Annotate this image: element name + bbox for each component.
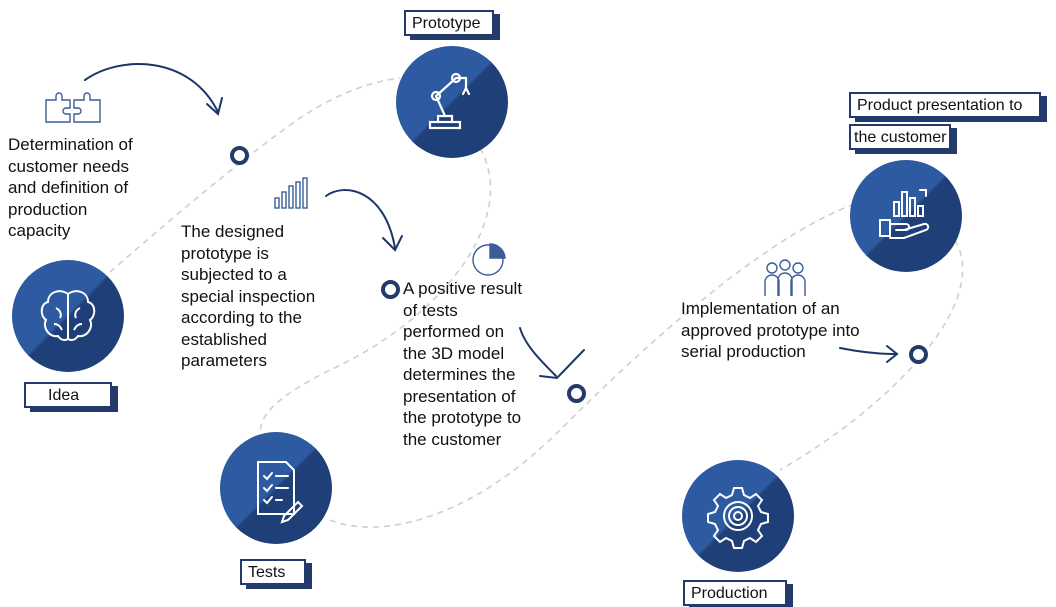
path-marker	[567, 384, 586, 403]
presentation-label-line2: the customer	[849, 124, 951, 150]
production-label: Production	[683, 580, 787, 606]
production-node[interactable]	[682, 460, 794, 572]
arrow-4	[839, 347, 896, 355]
implementation-text: Implementation of an approved prototype …	[681, 299, 860, 361]
arrow-3-head	[539, 349, 585, 380]
brain-icon	[40, 290, 96, 341]
bar-chart-icon	[274, 177, 308, 209]
path-marker	[909, 345, 928, 364]
team-icon	[764, 259, 806, 296]
gear-icon	[707, 487, 769, 549]
customer-needs-text: Determination of customer needs and defi…	[8, 135, 133, 240]
arrow-4-head	[886, 345, 899, 363]
presentation-node[interactable]	[850, 160, 962, 272]
path-tests-presentation	[329, 204, 853, 528]
path-marker	[230, 146, 249, 165]
hand-chart-icon	[879, 189, 930, 239]
arrow-2-head	[382, 235, 403, 252]
tests-label: Tests	[240, 559, 306, 585]
path-prototype-tests	[259, 147, 492, 441]
prototype-node[interactable]	[396, 46, 508, 158]
checklist-icon	[257, 461, 304, 524]
inspection-text: The designed prototype is subjected to a…	[181, 222, 316, 370]
idea-label: Idea	[24, 382, 112, 408]
positive-result-text: A positive result of tests performed on …	[403, 279, 523, 449]
arrow-1-head	[206, 97, 223, 116]
prototype-label: Prototype	[404, 10, 494, 36]
robot-arm-icon	[428, 72, 471, 130]
arrow-1	[84, 63, 219, 113]
path-idea-prototype	[109, 77, 401, 273]
arrow-3	[519, 327, 557, 377]
arrow-2	[325, 189, 396, 249]
tests-node[interactable]	[220, 432, 332, 544]
presentation-label-line1: Product presentation to	[849, 92, 1041, 118]
puzzle-icon	[45, 92, 101, 123]
path-marker	[381, 280, 400, 299]
idea-node[interactable]	[12, 260, 124, 372]
pie-chart-icon	[472, 243, 506, 276]
